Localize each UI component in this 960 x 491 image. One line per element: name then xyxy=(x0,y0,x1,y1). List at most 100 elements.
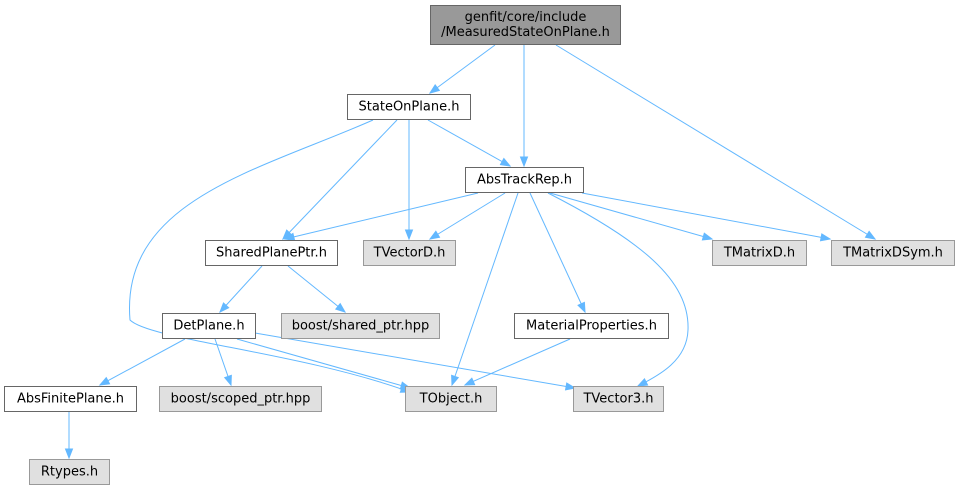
node-label: TVectorD.h xyxy=(373,246,446,261)
node-abs-finite-plane[interactable]: AbsFinitePlane.h xyxy=(4,386,137,412)
arrowhead xyxy=(577,301,586,314)
edge-line xyxy=(282,119,398,240)
edge-shared-plane-ptr-to-boost-shared-ptr xyxy=(287,265,347,313)
edge-abs-finite-plane-to-rtypes xyxy=(64,412,74,460)
node-rtypes: Rtypes.h xyxy=(29,459,110,485)
edge-shared-plane-ptr-to-det-plane xyxy=(219,265,263,314)
node-box xyxy=(4,386,137,412)
edge-det-plane-to-abs-finite-plane xyxy=(98,338,186,386)
node-box xyxy=(205,240,338,266)
edge-det-plane-to-tobject xyxy=(236,338,412,390)
node-tobject: TObject.h xyxy=(405,386,497,412)
node-box xyxy=(29,459,110,485)
node-tvector3: TVector3.h xyxy=(573,386,664,412)
node-state-on-plane[interactable]: StateOnPlane.h xyxy=(347,94,471,120)
node-label: AbsTrackRep.h xyxy=(477,173,572,188)
edges-layer xyxy=(64,44,877,460)
node-label: DetPlane.h xyxy=(173,319,244,334)
edge-line xyxy=(429,192,506,240)
arrowhead xyxy=(283,232,296,241)
node-label: boost/scoped_ptr.hpp xyxy=(171,392,311,407)
node-label: SharedPlanePtr.h xyxy=(216,246,327,261)
edge-abs-track-rep-to-tmatrixdsym xyxy=(581,192,832,242)
node-label: genfit/core/include xyxy=(465,10,587,25)
edge-root-to-state-on-plane xyxy=(428,44,496,94)
node-box xyxy=(159,386,322,412)
node-label: Rtypes.h xyxy=(41,465,98,480)
edge-abs-track-rep-to-tvector3 xyxy=(547,192,689,387)
edge-det-plane-to-boost-scoped-ptr xyxy=(214,338,232,387)
edge-line xyxy=(254,332,576,389)
edge-abs-track-rep-to-material-properties xyxy=(529,192,586,314)
node-box xyxy=(712,240,807,266)
arrowhead xyxy=(64,448,74,460)
node-box xyxy=(363,240,456,266)
edge-line xyxy=(547,192,689,387)
node-material-properties[interactable]: MaterialProperties.h xyxy=(514,313,669,339)
edge-line xyxy=(429,44,496,94)
edge-line xyxy=(451,192,519,386)
node-label: boost/shared_ptr.hpp xyxy=(292,319,430,334)
node-box xyxy=(405,386,497,412)
arrowhead xyxy=(499,157,512,167)
edge-abs-track-rep-to-tmatrixd xyxy=(549,192,714,241)
edge-line xyxy=(555,44,876,240)
edge-state-on-plane-to-tvectord xyxy=(404,120,414,241)
edge-abs-track-rep-to-shared-plane-ptr xyxy=(283,192,479,241)
edge-line xyxy=(529,192,586,313)
node-det-plane[interactable]: DetPlane.h xyxy=(162,313,256,339)
arrowhead xyxy=(428,83,441,94)
arrowhead xyxy=(636,377,649,387)
edge-state-on-plane-to-abs-track-rep xyxy=(427,119,512,167)
node-label: TMatrixDSym.h xyxy=(842,246,943,261)
edge-line xyxy=(99,338,186,386)
edge-line xyxy=(284,192,479,240)
edge-root-to-abs-track-rep xyxy=(519,45,529,168)
node-label: StateOnPlane.h xyxy=(359,100,460,115)
node-box xyxy=(514,313,669,339)
arrowhead xyxy=(463,377,476,386)
node-label: AbsFinitePlane.h xyxy=(17,392,124,407)
node-shared-plane-ptr[interactable]: SharedPlanePtr.h xyxy=(205,240,338,266)
node-label: MaterialProperties.h xyxy=(526,319,657,334)
edge-line xyxy=(129,119,411,393)
node-box xyxy=(465,167,584,193)
node-tmatrixdsym: TMatrixDSym.h xyxy=(831,240,955,266)
arrowhead xyxy=(98,376,111,386)
arrowhead xyxy=(701,232,714,241)
node-box xyxy=(162,313,256,339)
edge-line xyxy=(549,192,713,240)
node-label: /MeasuredStateOnPlane.h xyxy=(441,25,610,40)
arrowhead xyxy=(334,302,347,313)
arrowhead xyxy=(219,302,230,314)
node-box xyxy=(573,386,664,412)
edge-det-plane-to-tvector3 xyxy=(254,332,577,391)
arrowhead xyxy=(451,374,460,387)
edge-material-properties-to-tobject xyxy=(463,338,571,386)
node-abs-track-rep[interactable]: AbsTrackRep.h xyxy=(465,167,584,193)
node-box xyxy=(831,240,955,266)
node-tmatrixd: TMatrixD.h xyxy=(712,240,807,266)
arrowhead xyxy=(519,156,529,168)
node-box xyxy=(281,313,440,339)
edge-line xyxy=(219,265,263,313)
edge-abs-track-rep-to-tvectord xyxy=(428,192,506,240)
nodes-layer: genfit/core/include/MeasuredStateOnPlane… xyxy=(4,5,955,485)
node-box xyxy=(347,94,471,120)
arrowhead xyxy=(864,230,877,240)
node-tvectord: TVectorD.h xyxy=(363,240,456,266)
edge-line xyxy=(464,338,571,386)
node-label: TMatrixD.h xyxy=(723,246,795,261)
edge-line xyxy=(581,192,831,240)
node-label: TVector3.h xyxy=(582,392,653,407)
node-root[interactable]: genfit/core/include/MeasuredStateOnPlane… xyxy=(430,5,621,45)
edge-root-to-tmatrixdsym xyxy=(555,44,877,240)
node-boost-scoped-ptr: boost/scoped_ptr.hpp xyxy=(159,386,322,412)
node-boost-shared-ptr: boost/shared_ptr.hpp xyxy=(281,313,440,339)
edge-line xyxy=(427,119,511,167)
node-label: TObject.h xyxy=(419,392,483,407)
edge-line xyxy=(287,265,346,313)
arrowhead xyxy=(404,229,414,241)
node-box xyxy=(430,5,621,45)
